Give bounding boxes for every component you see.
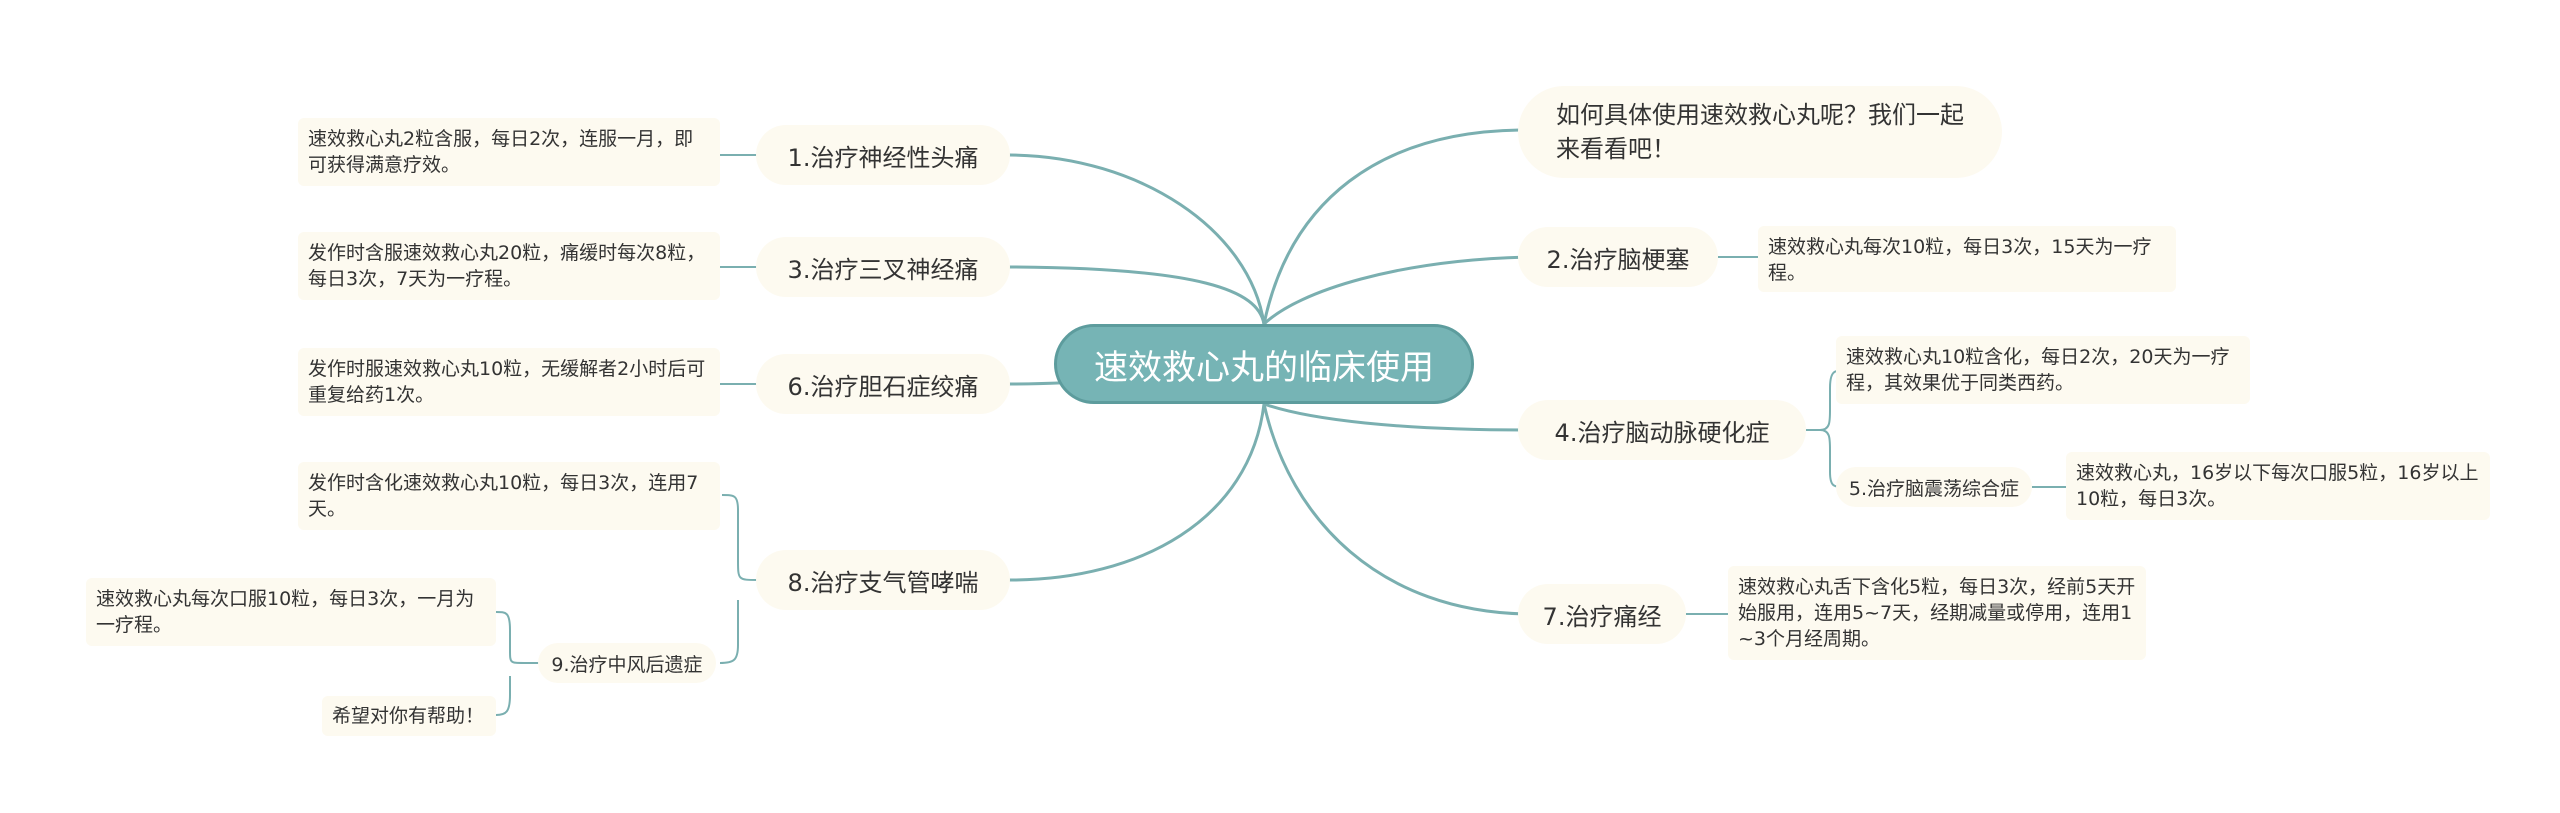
- branch-concussion[interactable]: 5.治疗脑震荡综合症: [1836, 467, 2032, 507]
- bracket-b9: [495, 611, 540, 716]
- branch-headache[interactable]: 1.治疗神经性头痛: [756, 125, 1010, 185]
- branch-asthma[interactable]: 8.治疗支气管哮喘: [756, 550, 1010, 610]
- connector-root-b3: [1008, 265, 1266, 326]
- branch-infarction[interactable]: 2.治疗脑梗塞: [1518, 227, 1718, 287]
- leaf-closing[interactable]: 希望对你有帮助！: [322, 696, 496, 736]
- leaf-trigeminal[interactable]: 发作时含服速效救心丸20粒，痛缓时每次8粒，每日3次，7天为一疗程。: [298, 232, 720, 300]
- connector-root-b7: [1262, 402, 1530, 616]
- leaf-dysmenorrhea[interactable]: 速效救心丸舌下含化5粒，每日3次，经前5天开始服用，连用5~7天，经期减量或停用…: [1728, 566, 2146, 660]
- leaf-concussion[interactable]: 速效救心丸，16岁以下每次口服5粒，16岁以上10粒，每日3次。: [2066, 452, 2490, 520]
- branch-gallstone[interactable]: 6.治疗胆石症绞痛: [756, 354, 1010, 414]
- leaf-headache[interactable]: 速效救心丸2粒含服，每日2次，连服一月，即可获得满意疗效。: [298, 118, 720, 186]
- connector-root-b1: [1008, 153, 1266, 326]
- leaf-gallstone[interactable]: 发作时服速效救心丸10粒，无缓解者2小时后可重复给药1次。: [298, 348, 720, 416]
- connector-root-b8: [1008, 402, 1266, 582]
- branch-dysmenorrhea[interactable]: 7.治疗痛经: [1518, 584, 1686, 644]
- branch-stroke[interactable]: 9.治疗中风后遗症: [538, 643, 716, 683]
- leaf-stroke[interactable]: 速效救心丸每次口服10粒，每日3次，一月为一疗程。: [86, 578, 496, 646]
- leaf-arteriosclerosis[interactable]: 速效救心丸10粒含化，每日2次，20天为一疗程，其效果优于同类西药。: [1836, 336, 2250, 404]
- leaf-infarction[interactable]: 速效救心丸每次10粒，每日3次，15天为一疗程。: [1758, 226, 2176, 292]
- root-topic[interactable]: 速效救心丸的临床使用: [1054, 324, 1474, 404]
- intro-node[interactable]: 如何具体使用速效救心丸呢？我们一起来看看吧！: [1518, 86, 2002, 178]
- branch-trigeminal[interactable]: 3.治疗三叉神经痛: [756, 237, 1010, 297]
- bracket-b8: [719, 494, 759, 664]
- connector-root-b4: [1262, 402, 1530, 432]
- leaf-asthma[interactable]: 发作时含化速效救心丸10粒，每日3次，连用7天。: [298, 462, 720, 530]
- branch-arteriosclerosis[interactable]: 4.治疗脑动脉硬化症: [1518, 400, 1806, 460]
- connector-root-intro: [1262, 128, 1522, 326]
- connector-root-b2: [1262, 255, 1530, 326]
